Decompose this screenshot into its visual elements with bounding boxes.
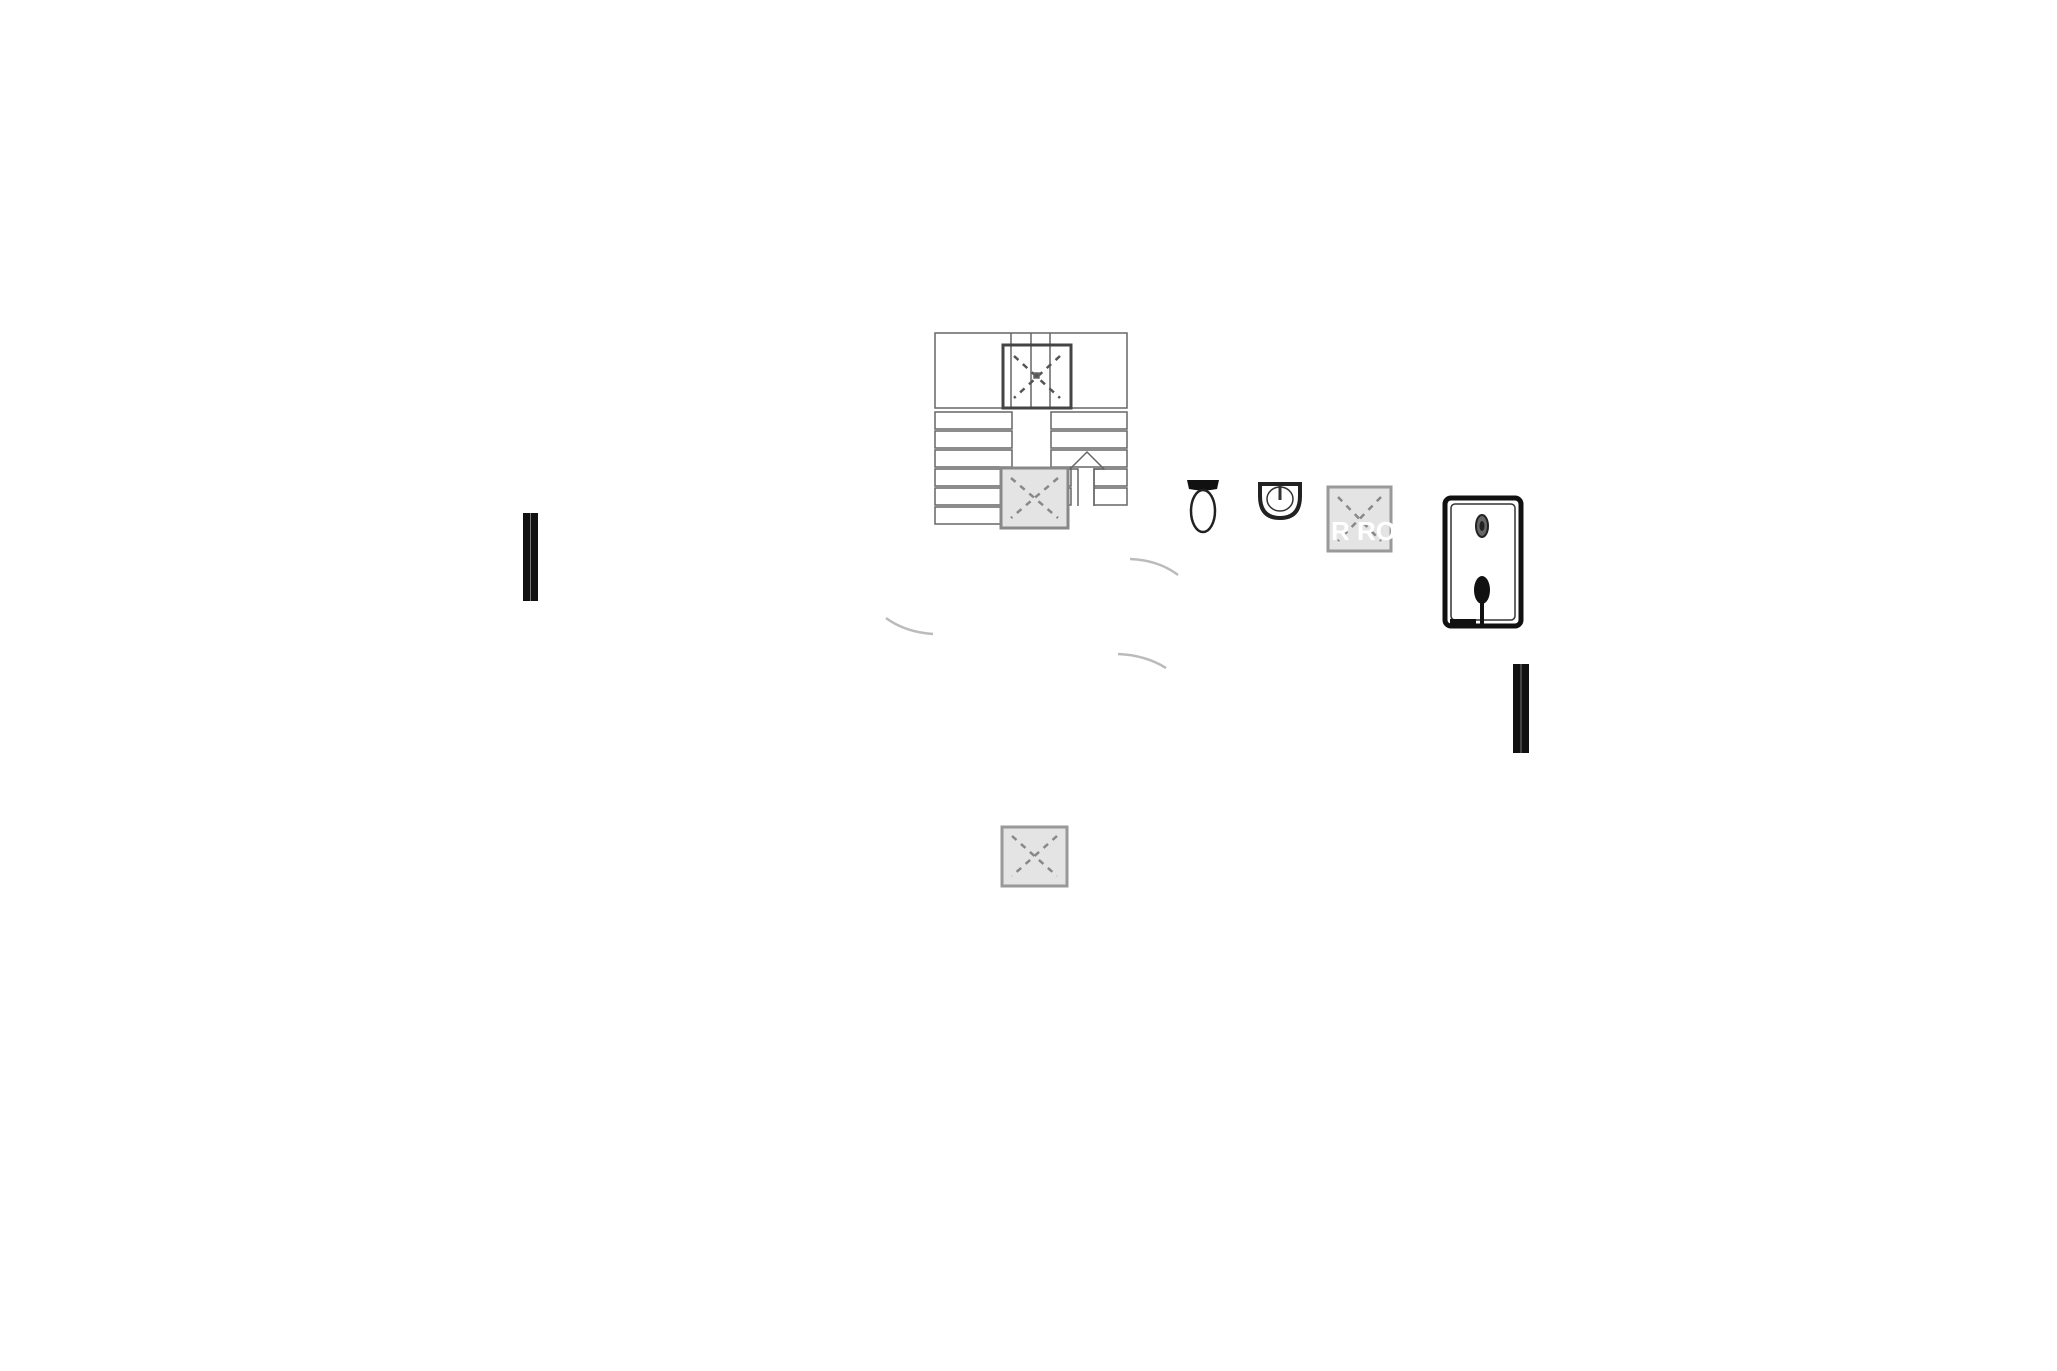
sink-icon (1258, 482, 1302, 521)
missing-image-x-icon (1000, 825, 1069, 888)
missing-image-x-icon (1001, 343, 1073, 410)
column-icon (523, 513, 538, 601)
watermark-text: R RO (1331, 516, 1396, 546)
shower-icon (1442, 495, 1524, 629)
door-swing-arc (885, 557, 1179, 670)
column-icon (1513, 664, 1529, 753)
toilet-icon (1187, 480, 1219, 534)
missing-image-x-icon: R RO (1326, 485, 1396, 553)
missing-image-x-icon (999, 466, 1070, 530)
stair-up-arrow (1068, 450, 1106, 506)
staircase-icon (934, 332, 1128, 530)
